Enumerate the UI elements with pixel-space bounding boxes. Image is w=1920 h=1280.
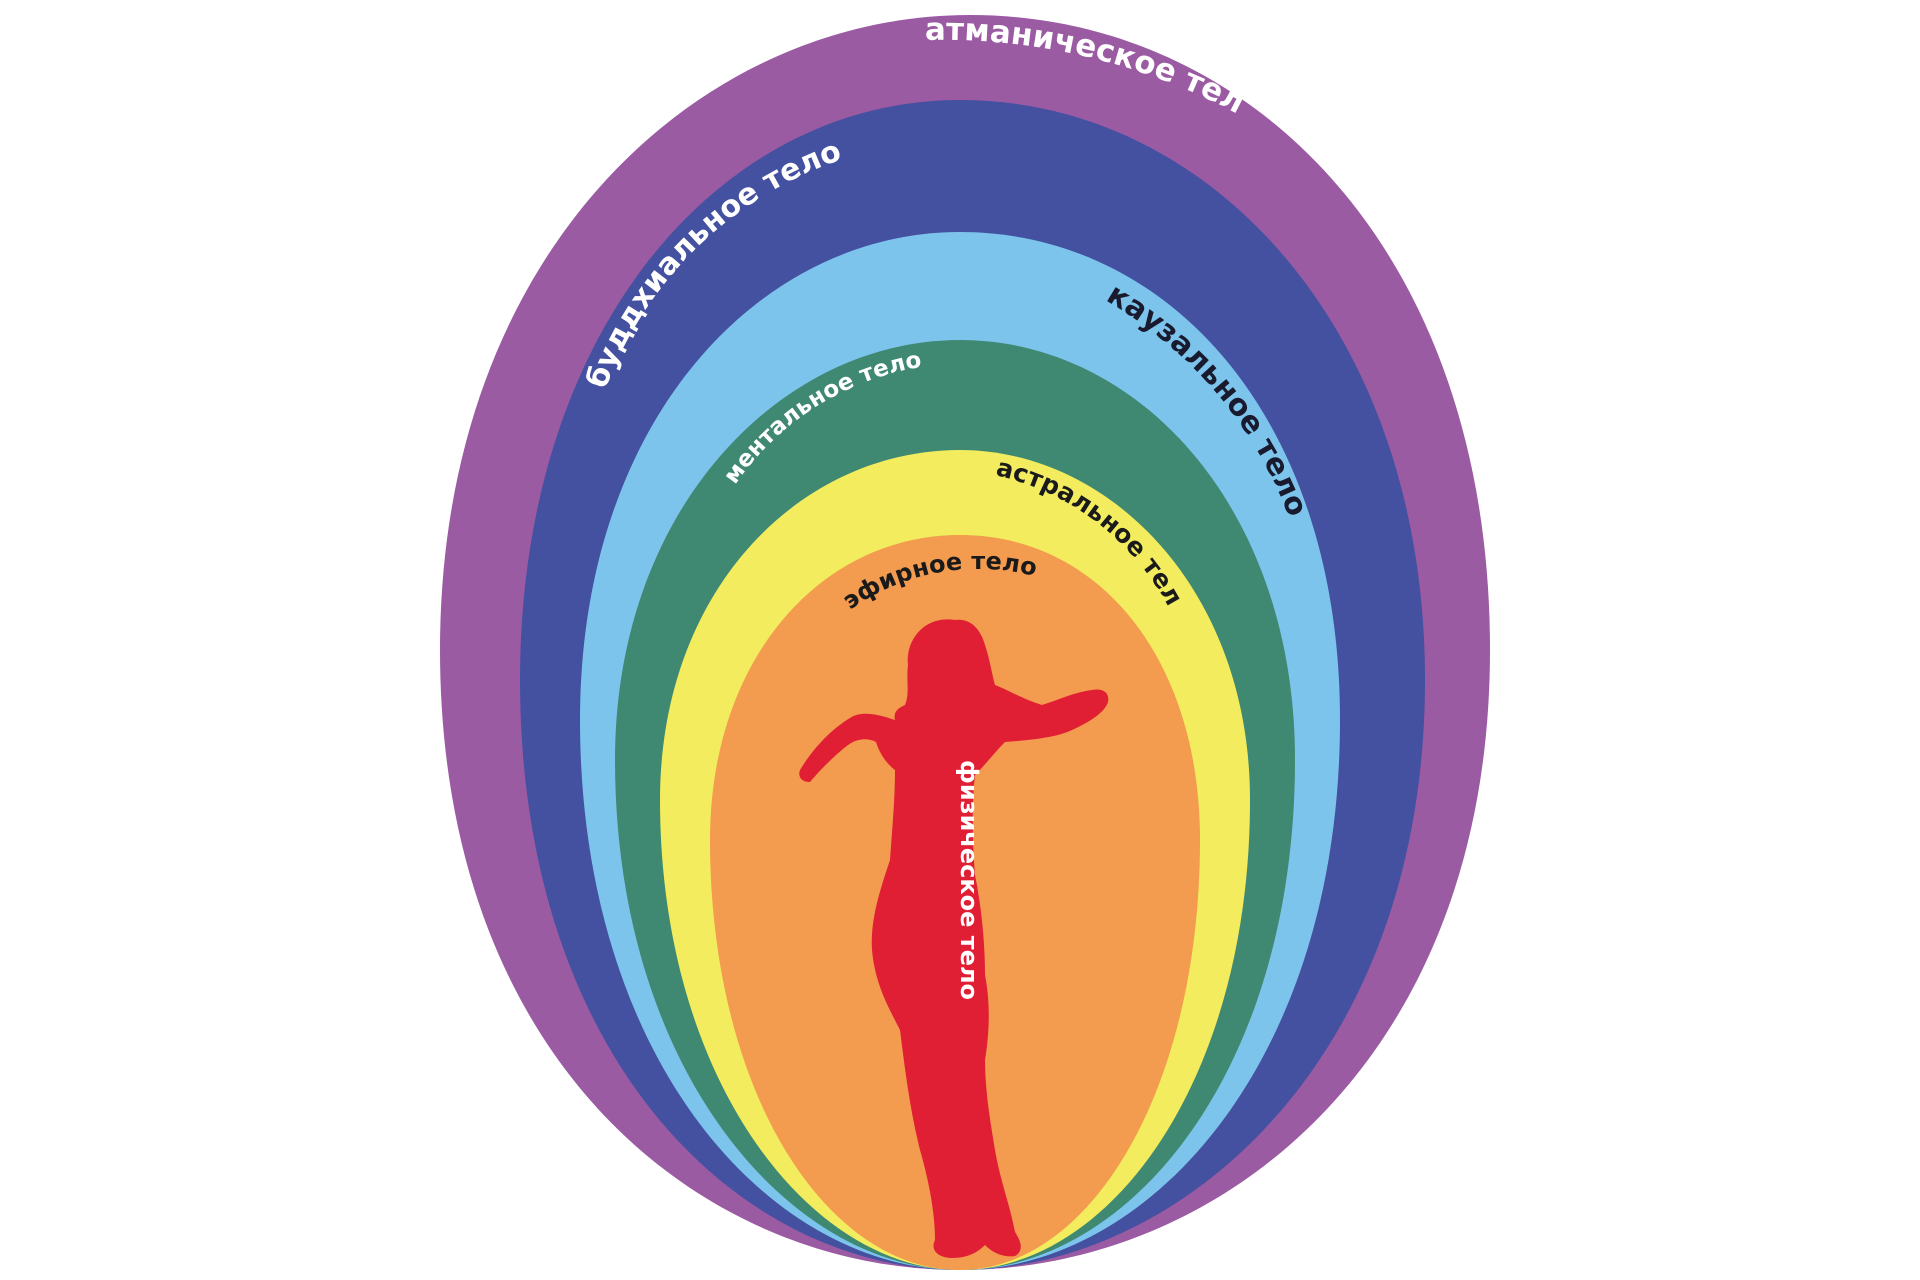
physical-body-silhouette xyxy=(799,619,1109,1258)
label-physical: физическое тело xyxy=(955,760,983,1000)
